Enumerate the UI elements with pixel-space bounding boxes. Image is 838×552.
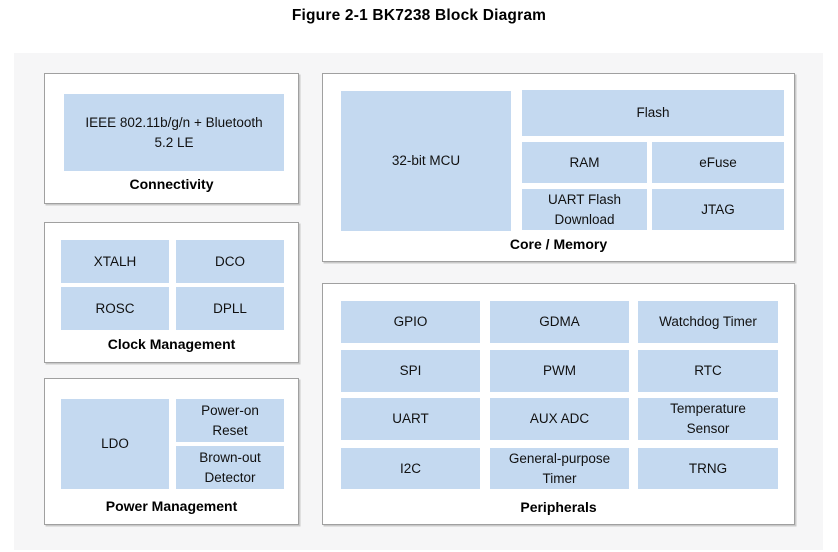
block-power-on-reset: Power-on Reset [176,399,284,442]
block-xtalh: XTALH [61,240,169,283]
block-flash: Flash [522,90,784,136]
core-memory-section: 32-bit MCU Flash RAM eFuse UART Flash Do… [322,73,795,262]
power-management-section-label: Power Management [105,498,238,514]
power-management-section: LDO Power-on Reset Brown-out Detector Po… [44,378,299,525]
block-uart-flash-download: UART Flash Download [522,189,647,230]
clock-management-section-label: Clock Management [107,336,236,352]
block-general-purpose-timer: General-purpose Timer [490,448,629,489]
block-aux-adc: AUX ADC [490,398,629,440]
block-ram: RAM [522,142,647,183]
block-ldo: LDO [61,399,169,489]
block-rosc: ROSC [61,287,169,330]
block-jtag: JTAG [652,189,784,230]
figure-title: Figure 2-1 BK7238 Block Diagram [291,7,547,24]
block-32bit-mcu: 32-bit MCU [341,91,511,231]
block-temperature-sensor: Temperature Sensor [638,398,778,440]
connectivity-section-label: Connectivity [129,176,214,192]
block-dco: DCO [176,240,284,283]
block-watchdog-timer: Watchdog Timer [638,301,778,343]
core-memory-section-label: Core / Memory [509,236,608,252]
diagram-canvas: IEEE 802.11b/g/n + Bluetooth 5.2 LE Conn… [14,53,823,550]
block-gpio: GPIO [341,301,480,343]
connectivity-section: IEEE 802.11b/g/n + Bluetooth 5.2 LE Conn… [44,73,299,204]
block-rtc: RTC [638,350,778,392]
clock-management-section: XTALH DCO ROSC DPLL Clock Management [44,222,299,363]
block-gdma: GDMA [490,301,629,343]
peripherals-section: GPIO GDMA Watchdog Timer SPI PWM RTC UAR… [322,283,795,525]
block-spi: SPI [341,350,480,392]
block-brown-out-detector: Brown-out Detector [176,446,284,489]
block-efuse: eFuse [652,142,784,183]
peripherals-section-label: Peripherals [520,499,597,515]
block-uart: UART [341,398,480,440]
block-i2c: I2C [341,448,480,489]
block-dpll: DPLL [176,287,284,330]
block-wifi-bluetooth: IEEE 802.11b/g/n + Bluetooth 5.2 LE [64,94,284,171]
block-pwm: PWM [490,350,629,392]
block-trng: TRNG [638,448,778,489]
